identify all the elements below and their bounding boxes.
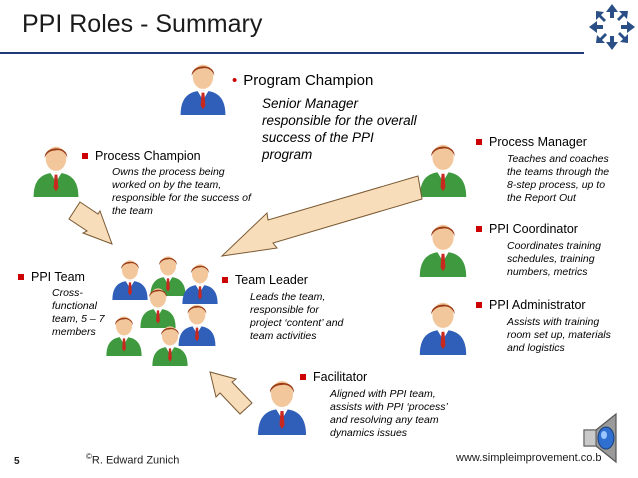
bullet-icon [476, 139, 482, 145]
team-member-person-icon [148, 320, 192, 368]
ppi-coordinator-person-icon [414, 218, 472, 278]
program-champion-role: • Program Champion [232, 72, 373, 89]
ppi-coordinator-role: PPI Coordinator [476, 222, 578, 236]
team-leader-role: Team Leader [222, 273, 308, 287]
arrow-from-process-champion [68, 201, 113, 245]
arrow-from-facilitator [209, 371, 253, 415]
diamond-arrows-logo [589, 4, 635, 50]
speaker-icon[interactable] [576, 408, 632, 468]
ppi-administrator-label: PPI Administrator [489, 298, 586, 312]
bullet-icon [300, 374, 306, 380]
ppi-team-label: PPI Team [31, 270, 85, 284]
bullet-icon [476, 226, 482, 232]
process-manager-label: Process Manager [489, 135, 587, 149]
website-link[interactable]: www.simpleimprovement.co.b [456, 452, 602, 464]
program-champion-label: Program Champion [243, 72, 374, 89]
title-underline [0, 52, 584, 54]
process-champion-description: Owns the process being worked on by the … [112, 166, 251, 217]
team-leader-label: Team Leader [235, 273, 308, 287]
team-leader-description: Leads the team, responsible for project … [250, 291, 344, 342]
process-manager-role: Process Manager [476, 135, 587, 149]
process-manager-person-icon [414, 138, 472, 198]
ppi-coordinator-description: Coordinates training schedules, training… [507, 240, 601, 278]
program-champion-person-icon [175, 58, 231, 116]
ppi-administrator-person-icon [414, 296, 472, 356]
bullet-icon [82, 153, 88, 159]
process-champion-role: Process Champion [82, 149, 201, 163]
bullet-icon [18, 274, 24, 280]
program-champion-description: Senior Manager responsible for the overa… [262, 96, 417, 162]
facilitator-label: Facilitator [313, 370, 368, 384]
ppi-administrator-role: PPI Administrator [476, 298, 586, 312]
copyright-author: ©R. Edward Zunich [86, 452, 180, 467]
process-champion-label: Process Champion [95, 149, 201, 163]
ppi-team-group [100, 248, 220, 378]
facilitator-role: Facilitator [300, 370, 367, 384]
ppi-administrator-description: Assists with training room set up, mater… [507, 316, 611, 354]
facilitator-description: Aligned with PPI team, assists with PPI … [330, 388, 448, 439]
team-member-person-icon [102, 310, 146, 358]
slide-title: PPI Roles - Summary [22, 10, 263, 38]
bullet-icon: • [232, 72, 238, 89]
process-champion-person-icon [28, 140, 84, 198]
bullet-icon [476, 302, 482, 308]
ppi-coordinator-label: PPI Coordinator [489, 222, 578, 236]
arrow-from-process-manager [220, 175, 423, 257]
ppi-team-description: Cross- functional team, 5 – 7 members [52, 287, 105, 338]
slide-number: 5 [14, 456, 20, 467]
process-manager-description: Teaches and coaches the teams through th… [507, 153, 610, 204]
ppi-team-role: PPI Team [18, 270, 85, 284]
bullet-icon [222, 277, 228, 283]
